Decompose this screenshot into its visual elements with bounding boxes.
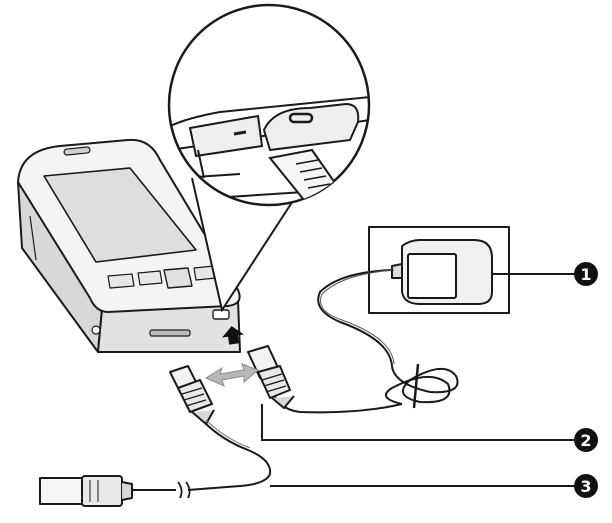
usb-sync-cable-mini-plug xyxy=(169,365,215,425)
callout-marker-1: 1 xyxy=(574,262,598,286)
insert-arrow-icon xyxy=(222,326,244,345)
mini-usb-plug-icon xyxy=(247,345,295,409)
callout-marker-3: 3 xyxy=(574,474,598,498)
bidirectional-arrow-icon xyxy=(204,363,259,387)
pda-device-icon xyxy=(17,138,241,353)
svg-text:2: 2 xyxy=(580,431,591,450)
usb-plug-icon xyxy=(39,475,133,507)
magnifier-callout-icon xyxy=(167,3,371,313)
svg-text:1: 1 xyxy=(580,265,591,284)
callout-leader-lines xyxy=(261,273,576,487)
callout-marker-2: 2 xyxy=(574,428,598,452)
svg-text:3: 3 xyxy=(580,477,591,496)
usb-sync-cable xyxy=(130,419,272,499)
